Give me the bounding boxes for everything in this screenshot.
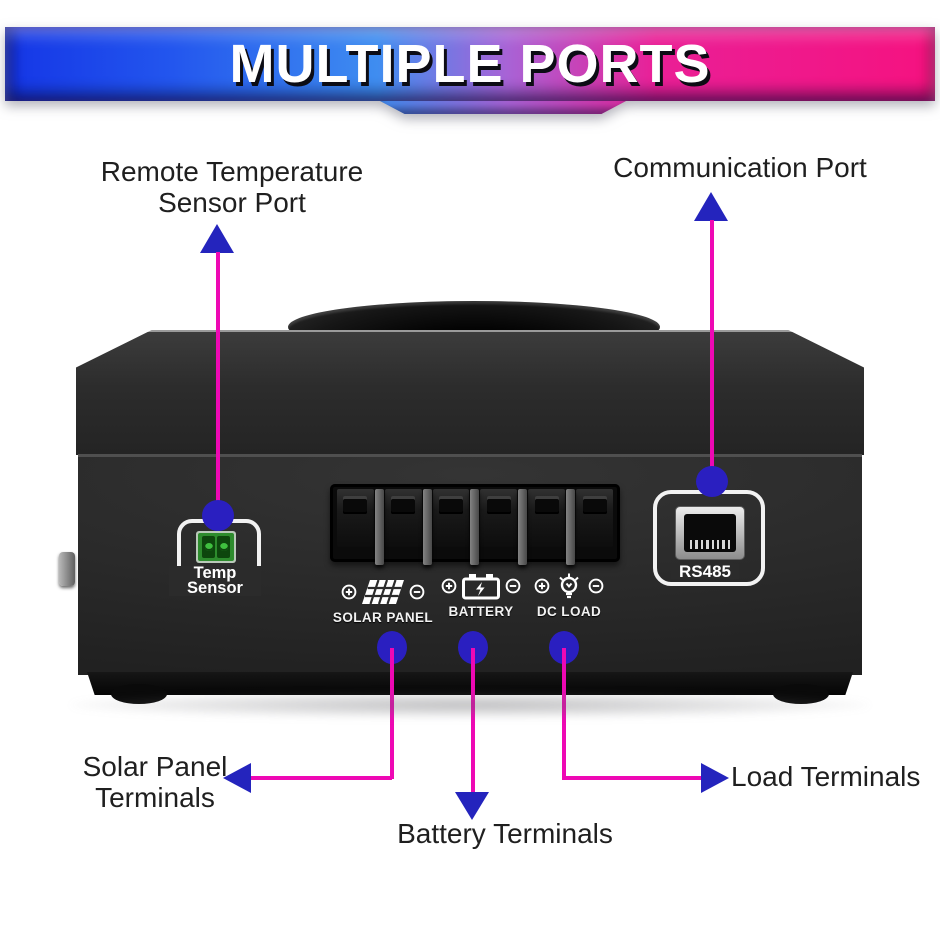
- side-screw: [59, 552, 75, 586]
- terminal-6: [576, 489, 613, 547]
- solar-panel-terminals-label-line1: Solar Panel: [82, 751, 228, 782]
- solar-arrow-icon: [223, 763, 251, 793]
- dc-load-terminal-group: DC LOAD: [525, 570, 613, 619]
- temp-sensor-port-label-line2: Sensor: [187, 579, 243, 597]
- screw-terminal-block: [330, 484, 620, 565]
- banner-background: [5, 27, 935, 101]
- temp-sensor-port-label: Temp Sensor: [169, 564, 261, 597]
- bulb-icon: [559, 573, 579, 599]
- terminal-4: [480, 489, 518, 547]
- terminal-3: [432, 489, 470, 547]
- remote-temp-arrow-icon: [200, 224, 234, 253]
- device-shadow: [70, 692, 870, 718]
- rs485-port-marker: [696, 466, 728, 497]
- page-title: MULTIPLE PORTS: [229, 34, 711, 94]
- temp-sensor-connector-body: [198, 533, 234, 561]
- minus-circle-icon: [409, 584, 425, 600]
- terminal-screw: [582, 496, 607, 514]
- battery-terminal-group: BATTERY: [435, 570, 527, 619]
- temp-sensor-port-marker: [202, 500, 234, 531]
- temp-sensor-pin-1: [202, 536, 215, 558]
- plus-circle-icon: [341, 584, 357, 600]
- device-foot-left: [111, 684, 167, 704]
- title-banner: MULTIPLE PORTS: [5, 27, 935, 117]
- terminal-divider: [566, 489, 576, 565]
- remote-temp-sensor-label-line1: Remote Temperature: [100, 156, 364, 187]
- temp-sensor-connector: [196, 531, 236, 563]
- rj45-pins: [690, 540, 730, 549]
- terminal-divider: [518, 489, 528, 565]
- remote-temp-sensor-label: Remote Temperature Sensor Port: [62, 156, 402, 218]
- load-pointer-line-horizontal: [562, 776, 702, 780]
- rs485-rj45-jack: [675, 506, 745, 560]
- terminal-5: [528, 489, 566, 547]
- terminal-screw: [343, 496, 368, 514]
- solar-panel-terminals-label-line2: Terminals: [95, 782, 215, 813]
- terminal-divider: [470, 489, 480, 565]
- solar-panel-terminal-label: SOLAR PANEL: [332, 610, 434, 625]
- terminal-divider: [374, 489, 384, 565]
- minus-circle-icon: [588, 578, 604, 594]
- terminal-screw: [391, 496, 416, 514]
- terminal-screw: [486, 496, 511, 514]
- solar-panel-icon: [362, 579, 404, 605]
- terminal-2: [384, 489, 422, 547]
- terminal-divider: [422, 489, 432, 565]
- battery-terminals-label: Battery Terminals: [397, 818, 613, 849]
- solar-pointer-line-vertical: [390, 648, 394, 779]
- battery-icon: [462, 574, 500, 600]
- battery-pointer-line: [471, 648, 475, 794]
- banner-notch-tab: [380, 101, 626, 114]
- communication-arrow-icon: [694, 192, 728, 221]
- rs485-port-label: RS485: [671, 563, 739, 580]
- device-lid: [76, 330, 864, 455]
- temp-sensor-port-label-line1: Temp: [193, 564, 237, 582]
- solar-panel-terminals-label: Solar Panel Terminals: [40, 751, 270, 813]
- load-terminals-label: Load Terminals: [731, 761, 921, 792]
- device-foot-right: [773, 684, 829, 704]
- plus-circle-icon: [441, 578, 457, 594]
- terminal-screw: [439, 496, 464, 514]
- communication-port-label: Communication Port: [613, 152, 867, 183]
- remote-temp-sensor-label-line2: Sensor Port: [158, 187, 306, 218]
- rj45-cavity: [684, 514, 736, 552]
- plus-circle-icon: [534, 578, 550, 594]
- load-pointer-line-vertical: [562, 648, 566, 779]
- minus-circle-icon: [505, 578, 521, 594]
- solar-pointer-line-horizontal: [251, 776, 392, 780]
- dc-load-terminal-label: DC LOAD: [536, 604, 602, 619]
- solar-panel-terminal-group: SOLAR PANEL: [329, 576, 437, 625]
- temp-sensor-pin-2: [217, 536, 230, 558]
- communication-pointer-line: [710, 220, 714, 482]
- load-arrow-icon: [701, 763, 729, 793]
- battery-arrow-icon: [455, 792, 489, 820]
- terminal-screw: [534, 496, 559, 514]
- remote-temp-pointer-line: [216, 252, 220, 516]
- battery-terminal-label: BATTERY: [448, 604, 514, 619]
- device-bottom-edge: [87, 672, 853, 695]
- terminal-1: [337, 489, 374, 547]
